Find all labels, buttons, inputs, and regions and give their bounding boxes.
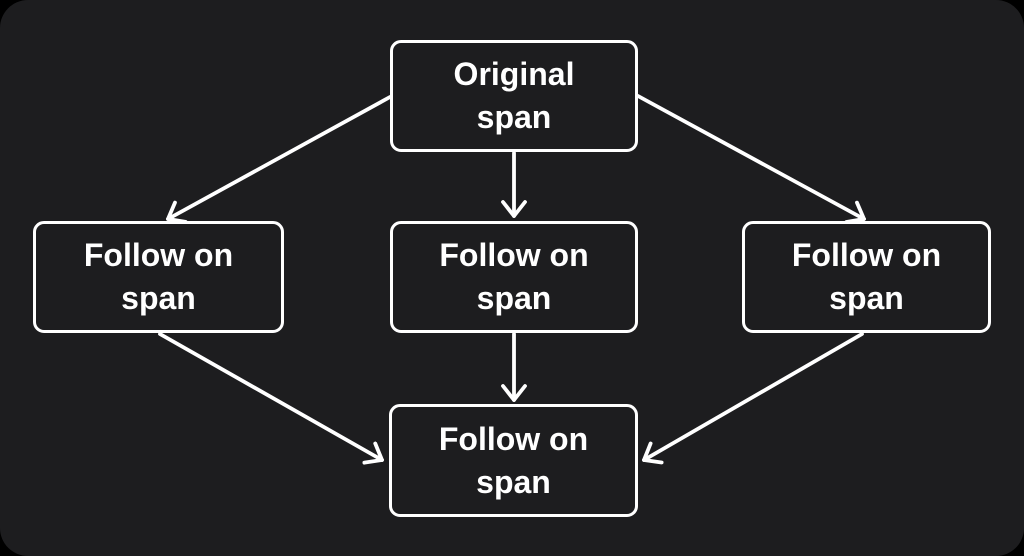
node-label-line: Follow on — [791, 237, 942, 273]
node-follow-on-span-left: Follow on span — [33, 221, 284, 333]
edge-right-to-bottom — [642, 332, 864, 465]
edge-left-to-bottom — [158, 332, 384, 465]
node-label-line: span — [476, 99, 552, 135]
node-label-line: span — [476, 280, 552, 316]
node-label-line: Follow on — [438, 420, 589, 457]
node-original-span: Original span — [390, 40, 638, 152]
node-follow-on-span-center: Follow on span — [390, 221, 638, 333]
node-label-line: span — [829, 280, 904, 316]
node-label-line: Follow on — [83, 237, 234, 273]
edge-original-to-right — [636, 94, 866, 224]
edge-original-to-left — [166, 95, 392, 224]
node-label-line: Follow on — [439, 237, 589, 273]
node-label-line: span — [476, 463, 551, 500]
node-label-line: span — [121, 280, 196, 316]
node-follow-on-span-right: Follow on span — [742, 221, 991, 333]
node-follow-on-span-bottom: Follow on span — [389, 404, 638, 517]
node-label-line: Original — [453, 56, 575, 92]
